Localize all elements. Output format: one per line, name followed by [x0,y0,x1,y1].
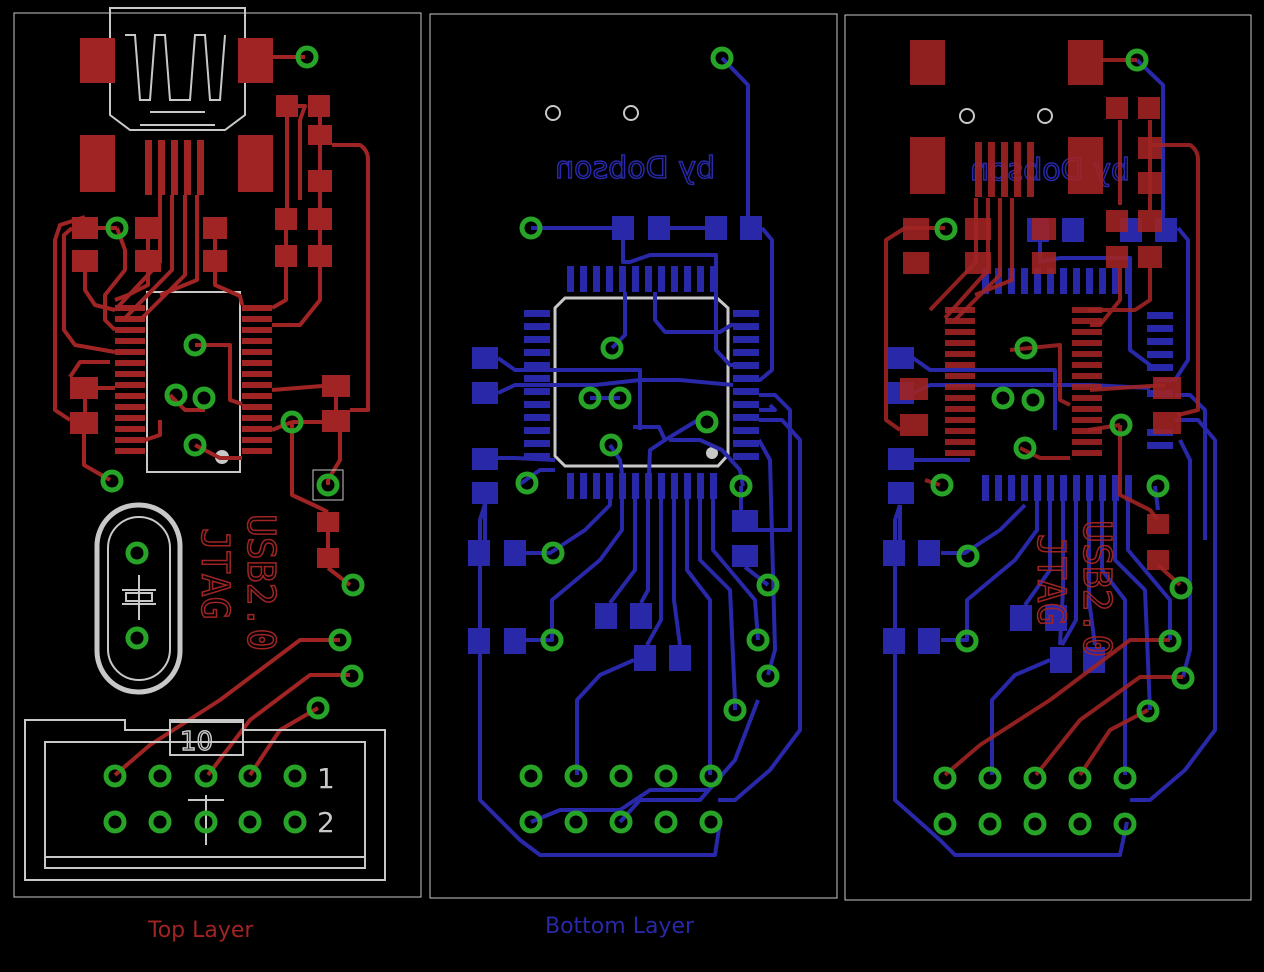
pin2-label: 2 [317,806,335,839]
top-ic-pins [115,305,272,454]
combined-bottom-pads [883,218,1177,673]
combined-layers-board: by Dobson [844,14,1252,901]
top-vias [103,48,362,717]
bottom-layer-label: Bottom Layer [545,914,695,939]
header-ref-label: 10 [180,727,213,757]
bottom-layer-board: by Dobson [429,13,838,899]
top-layer-label: Top Layer [148,918,254,943]
top-layer-board: USB2.0 JTAG 10 1 2 [13,7,422,898]
top-traces [53,55,370,777]
top-smd-pads [70,95,350,568]
board-name-text: USB2.0 JTAG [192,513,284,652]
crystal-outline [94,502,183,695]
board-name-line2: JTAG [193,528,237,620]
bottom-traces [478,56,802,857]
author-text-combined: by Dobson [970,153,1130,188]
combined-bottom-traces [893,58,1217,857]
usb-pads [80,38,273,195]
usb-connector-outline [109,7,246,131]
jtag-header-outline [24,719,386,881]
author-text: by Dobson [555,151,715,186]
board-name-line2-combined: JTAG [1029,534,1073,626]
combined-top-pads [900,40,1181,570]
pin1-label: 1 [317,762,335,795]
board-name-line1: USB2.0 [239,514,283,651]
board-name-line1-combined: USB2.0 [1075,520,1119,657]
